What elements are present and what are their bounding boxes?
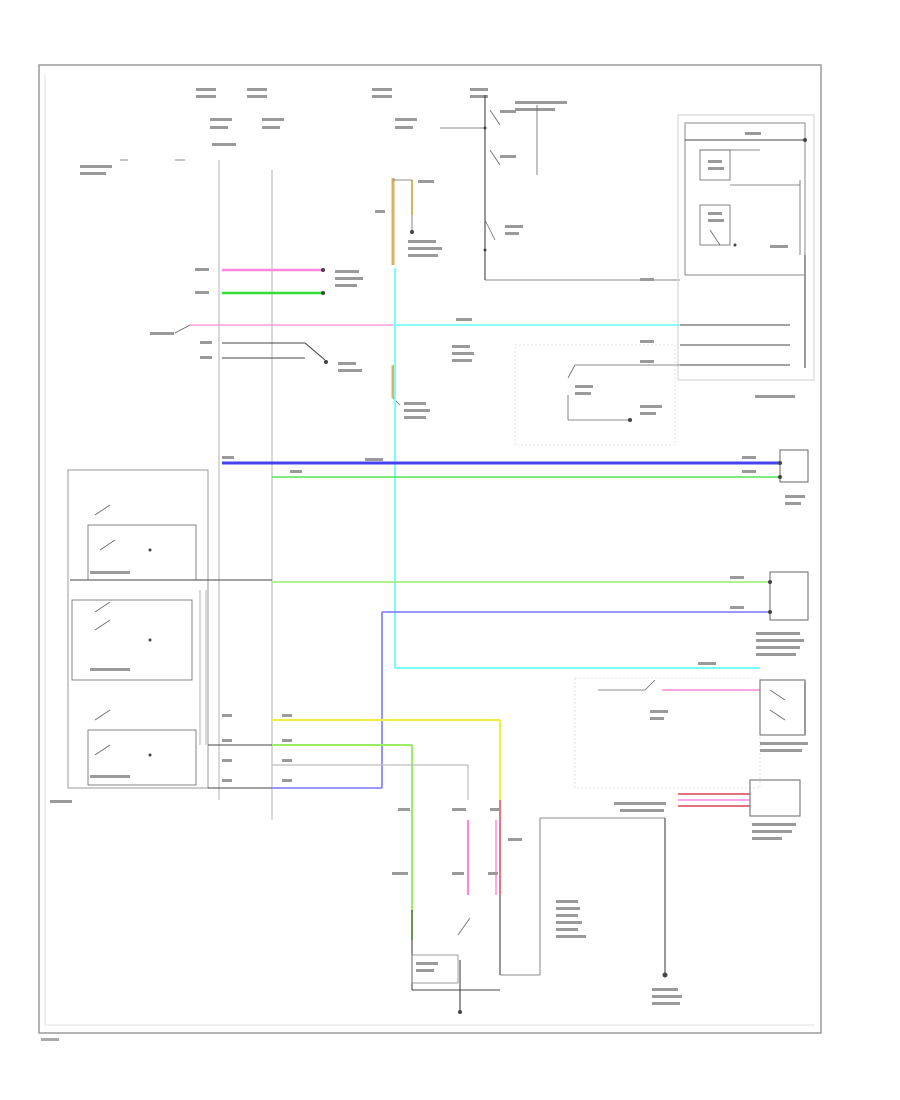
dashed-enclosure-mid: [514, 344, 676, 446]
top-fuse-labels: [80, 88, 567, 175]
bottom-right-connector: [500, 779, 801, 1005]
module-right-top: [567, 114, 815, 398]
blue-wire: [222, 449, 809, 505]
sensor-mid-tan: [391, 365, 430, 419]
fuse-bus-lines: [120, 95, 680, 820]
switch-wires-left: [200, 341, 362, 372]
bottom-feed-wires: [208, 714, 586, 1014]
cyan-trunk: [365, 268, 760, 669]
pink-wire-mid: [150, 318, 680, 362]
right-lower-switch: [574, 677, 808, 789]
sensor-top-tan: [375, 178, 442, 265]
lightgreen-wire: [272, 571, 809, 789]
left-switch-module: [50, 469, 272, 803]
footer-tag: [41, 1038, 59, 1041]
relay-top-center: [483, 109, 523, 252]
diagram-border: [38, 64, 822, 1034]
short-wires-left: [195, 268, 363, 295]
